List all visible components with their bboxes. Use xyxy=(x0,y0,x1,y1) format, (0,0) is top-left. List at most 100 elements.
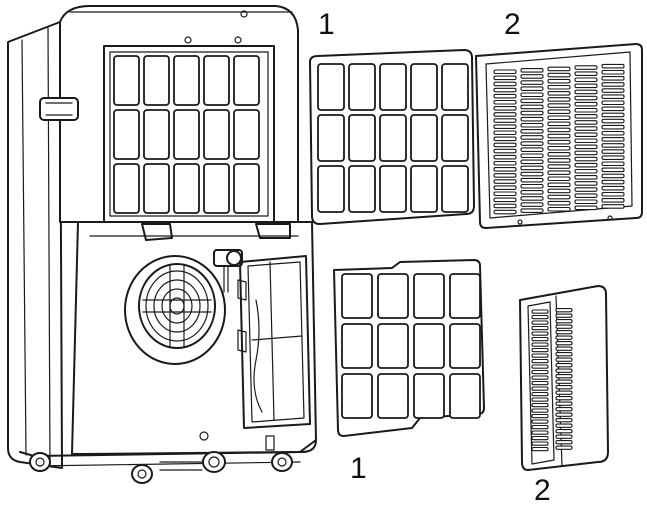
lower-carbon-filter xyxy=(519,285,609,471)
carbon-slot xyxy=(493,136,517,142)
filter-cell xyxy=(413,273,445,319)
carbon-slot xyxy=(574,77,598,83)
filter-cell xyxy=(379,165,407,213)
carbon-slot xyxy=(493,209,517,215)
carbon-slot xyxy=(555,308,573,313)
carbon-slot xyxy=(520,208,544,213)
carbon-slot xyxy=(493,191,517,197)
carbon-slot xyxy=(520,104,544,110)
carbon-slot xyxy=(574,120,598,125)
filter-cell xyxy=(377,373,409,419)
carbon-slot xyxy=(547,72,571,78)
carbon-slot xyxy=(520,92,544,98)
carbon-slot xyxy=(601,100,625,106)
carbon-slot xyxy=(574,144,598,150)
carbon-slot xyxy=(531,386,549,391)
filter-cell xyxy=(410,165,438,213)
carbon-slot xyxy=(555,429,573,434)
carbon-slot xyxy=(574,193,598,198)
filter-cell xyxy=(410,114,438,162)
carbon-slot xyxy=(601,63,625,69)
carbon-slot xyxy=(531,391,549,397)
carbon-slot xyxy=(493,124,517,129)
carbon-slot xyxy=(531,358,549,364)
carbon-slot xyxy=(531,375,549,380)
carbon-slot xyxy=(547,206,571,212)
fan-grille xyxy=(124,255,226,365)
carbon-slot xyxy=(601,69,625,75)
carbon-slot xyxy=(574,83,598,89)
lower-air-filter xyxy=(333,259,485,437)
filter-cell xyxy=(379,114,407,162)
carbon-slot xyxy=(531,364,549,369)
carbon-slot xyxy=(555,423,573,428)
carbon-slot xyxy=(574,168,598,174)
carbon-slot xyxy=(520,110,544,116)
wheel-rear xyxy=(265,435,293,472)
air-conditioner-unit xyxy=(7,5,317,484)
carbon-slot xyxy=(547,133,571,139)
carbon-slot xyxy=(520,165,544,171)
carbon-slot xyxy=(493,179,517,184)
carbon-slot xyxy=(574,107,598,113)
carbon-slot xyxy=(520,80,544,85)
carbon-slot xyxy=(493,148,517,154)
carbon-slot xyxy=(520,202,544,207)
carbon-slot xyxy=(555,418,573,423)
carbon-slot xyxy=(520,153,544,159)
filter-cell xyxy=(341,323,373,369)
lower-carbon-number: 2 xyxy=(534,474,551,505)
filter-cell xyxy=(348,165,376,213)
carbon-slot xyxy=(493,197,517,203)
drain-port xyxy=(159,451,226,473)
carbon-slot xyxy=(574,162,598,168)
carbon-slot xyxy=(520,183,544,189)
carbon-slot xyxy=(531,325,549,331)
filter-cell xyxy=(143,55,170,106)
carbon-slot xyxy=(555,319,573,324)
carbon-slot xyxy=(493,203,517,209)
filter-cell xyxy=(413,323,445,369)
carbon-slot xyxy=(555,374,573,379)
carbon-slot xyxy=(574,114,598,119)
carbon-slot xyxy=(531,336,549,342)
filter-cell xyxy=(449,323,481,369)
carbon-slot xyxy=(493,69,517,75)
carbon-slot xyxy=(555,385,573,390)
carbon-slot xyxy=(555,396,573,401)
carbon-slot xyxy=(531,424,549,430)
drain-knob xyxy=(213,249,243,293)
filter-cell xyxy=(203,163,230,214)
carbon-slot xyxy=(520,141,544,146)
filter-cell xyxy=(173,163,200,214)
carbon-slot xyxy=(601,191,625,197)
carbon-slot xyxy=(555,434,573,439)
carbon-slot xyxy=(531,446,549,452)
carbon-slot xyxy=(555,346,573,351)
filter-cell xyxy=(441,63,469,111)
carbon-slot xyxy=(531,430,549,435)
carbon-slot xyxy=(520,116,544,122)
carbon-slot xyxy=(531,380,549,386)
filter-cell xyxy=(413,373,445,419)
filter-cell xyxy=(113,109,140,160)
carbon-slot xyxy=(547,152,571,157)
carbon-slot xyxy=(574,205,598,211)
carbon-slot xyxy=(531,435,549,441)
carbon-slot xyxy=(531,347,549,353)
carbon-slot xyxy=(574,95,598,101)
carbon-slot xyxy=(493,81,517,87)
carbon-slot xyxy=(547,170,571,175)
filter-cell xyxy=(317,114,345,162)
carbon-slot xyxy=(574,65,598,70)
carbon-slot xyxy=(493,106,517,111)
upper-carbon-filter xyxy=(475,43,643,229)
carbon-slot xyxy=(547,109,571,114)
carbon-slot xyxy=(547,91,571,96)
carbon-slot xyxy=(531,408,549,413)
carbon-slot xyxy=(555,357,573,362)
carbon-slot xyxy=(531,413,549,419)
installed-upper-filter xyxy=(103,45,275,223)
carbon-slot xyxy=(531,402,549,408)
carbon-slot xyxy=(531,342,549,347)
